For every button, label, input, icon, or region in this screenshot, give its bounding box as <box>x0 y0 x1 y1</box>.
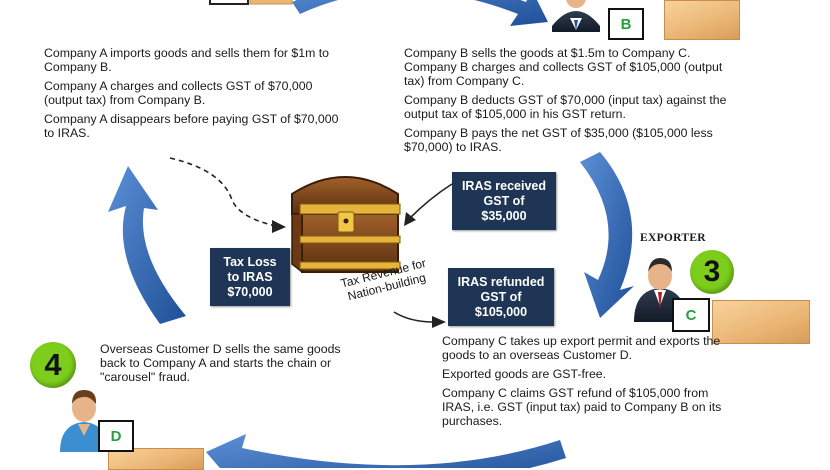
company-b-person-icon <box>552 0 600 32</box>
company-b-description: Company B sells the goods at $1.5m to Co… <box>404 46 734 159</box>
company-c-letter-badge: C <box>672 298 710 332</box>
customer-d-description: Overseas Customer D sells the same goods… <box>100 342 362 389</box>
arrow-a-to-b <box>292 0 548 26</box>
company-a-description: Company A imports goods and sells them f… <box>44 46 344 145</box>
step-3-badge: 3 <box>690 250 734 294</box>
company-c-line-1: Company C takes up export permit and exp… <box>442 334 721 362</box>
company-a-line-1: Company A imports goods and sells them f… <box>44 46 330 74</box>
arrow-d-to-a <box>108 166 186 324</box>
step-4-badge: 4 <box>30 342 76 388</box>
company-b-letter: B <box>620 15 632 33</box>
company-c-description: Company C takes up export permit and exp… <box>442 334 742 433</box>
company-c-letter: C <box>685 306 697 324</box>
iras-refunded-line-1: IRAS refunded <box>457 274 545 289</box>
customer-d-line-1: Overseas Customer D sells the same goods… <box>100 342 341 384</box>
refund-connector <box>393 311 435 323</box>
iras-received-line-1: IRAS received <box>461 178 547 193</box>
customer-d-letter: D <box>110 427 122 445</box>
company-a-letter-box-partial <box>209 0 249 5</box>
company-b-line-2: Company B deducts GST of $70,000 (input … <box>404 93 727 121</box>
tax-loss-line-3: $70,000 <box>227 284 273 299</box>
company-b-letter-badge: B <box>608 8 644 40</box>
iras-received-line-2: GST of <box>483 193 525 208</box>
company-b-goods-crate <box>664 0 740 40</box>
iras-received-box: IRAS received GST of $35,000 <box>452 172 556 230</box>
company-a-crate-partial <box>249 0 293 5</box>
iras-refunded-box: IRAS refunded GST of $105,000 <box>448 268 554 326</box>
iras-received-line-3: $35,000 <box>481 208 527 223</box>
tax-loss-box: Tax Loss to IRAS $70,000 <box>210 248 290 306</box>
customer-d-letter-badge: D <box>98 420 134 452</box>
arrow-c-to-d <box>206 434 566 468</box>
received-connector <box>409 183 453 219</box>
iras-refunded-line-2: GST of <box>480 289 522 304</box>
company-c-line-2: Exported goods are GST-free. <box>442 367 607 381</box>
step-4-number: 4 <box>44 347 62 382</box>
company-a-line-2: Company A charges and collects GST of $7… <box>44 79 313 107</box>
treasure-chest-icon <box>291 176 401 274</box>
company-b-line-1: Company B sells the goods at $1.5m to Co… <box>404 46 723 88</box>
company-a-line-3: Company A disappears before paying GST o… <box>44 112 339 140</box>
exporter-label: EXPORTER <box>640 232 706 244</box>
company-c-goods-crate <box>712 300 810 344</box>
arrow-b-to-c <box>580 152 634 318</box>
company-b-line-3: Company B pays the net GST of $35,000 ($… <box>404 126 713 154</box>
customer-d-person-icon <box>60 390 108 452</box>
tax-loss-line-1: Tax Loss <box>223 254 277 269</box>
iras-refunded-line-3: $105,000 <box>474 304 528 319</box>
dashed-arrow-to-chest <box>169 157 277 227</box>
company-c-line-3: Company C claims GST refund of $105,000 … <box>442 386 722 428</box>
tax-loss-line-2: to IRAS <box>227 269 273 284</box>
step-3-number: 3 <box>703 255 721 288</box>
